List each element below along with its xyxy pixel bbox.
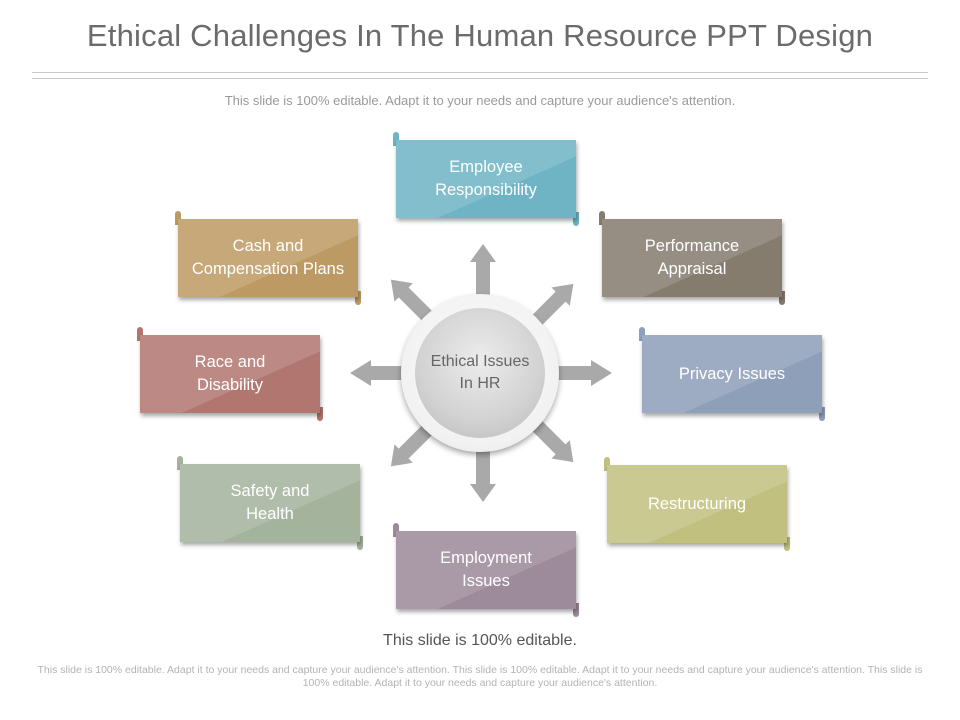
slide-subtitle: This slide is 100% editable. Adapt it to… [224,93,736,108]
arrow-up [470,244,496,303]
arrow-left [350,360,410,386]
card-label-line1: Race and [194,353,266,371]
arrow-down-right [526,415,574,463]
center-label-line1: Ethical Issues [430,353,530,370]
card-label-line2: Responsibility [435,181,537,199]
arrow-down [470,443,496,502]
card-label-line2: Issues [462,572,510,590]
card-label-line1: Performance [644,237,740,255]
card-label-line1: Employee [449,158,523,176]
editable-caption: This slide is 100% editable. [383,632,577,649]
card-privacy-issues: Privacy Issues [639,327,825,421]
card-label-line2: Health [246,505,294,523]
footer-note: This slide is 100% editable. Adapt it to… [37,664,923,689]
slide-title: Ethical Challenges In The Human Resource… [86,18,874,53]
center-label-line2: In HR [459,375,501,392]
title-divider-secondary [32,78,928,79]
center-hub-label: Ethical Issues In HR [415,308,545,438]
card-label-line1: Privacy Issues [678,364,786,383]
arrow-right [550,360,612,386]
card-restructuring: Restructuring [604,457,790,551]
title-divider [32,72,928,73]
card-label-line2: Appraisal [657,260,727,278]
card-label-line1: Safety and [230,482,310,500]
card-label-line2: Compensation Plans [191,260,345,278]
card-label-line1: Employment [440,549,532,567]
center-hub: Ethical Issues In HR [401,294,559,452]
card-label-line1: Cash and [232,237,304,255]
card-label-line2: Disability [196,376,263,394]
card-label-line1: Restructuring [647,494,747,513]
